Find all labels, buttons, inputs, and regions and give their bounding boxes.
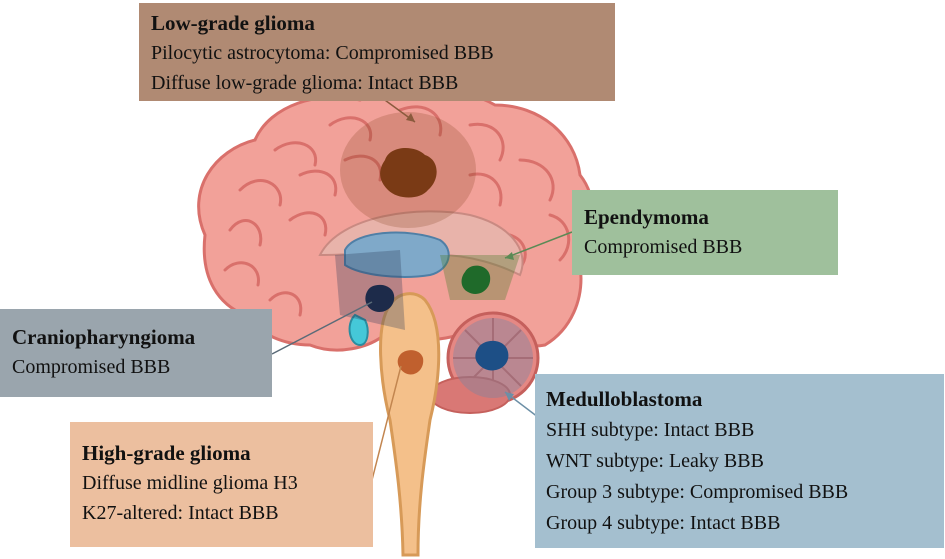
medulloblastoma-line-1: SHH subtype: Intact BBB	[546, 419, 755, 441]
high-grade-tumor	[397, 350, 424, 375]
leader-high-grade	[371, 365, 402, 481]
craniopharyngioma-tumor	[365, 284, 395, 313]
lateral-ventricle	[344, 231, 450, 278]
low-grade-glioma-box: Low-grade glioma Pilocytic astrocytoma: …	[139, 3, 615, 101]
craniopharyngioma-line-1: Compromised BBB	[12, 356, 171, 378]
high-grade-glioma-box: High-grade glioma Diffuse midline glioma…	[70, 422, 373, 547]
high-grade-glioma-line-1: Diffuse midline glioma H3	[82, 472, 298, 494]
ependymoma-line-1: Compromised BBB	[584, 236, 743, 258]
low-grade-glioma-line-1: Pilocytic astrocytoma: Compromised BBB	[151, 42, 494, 64]
medulloblastoma-line-3: Group 3 subtype: Compromised BBB	[546, 481, 849, 503]
ependymoma-title: Ependymoma	[584, 205, 709, 229]
arrow-low-grade	[406, 113, 415, 122]
craniopharyngioma-title: Craniopharyngioma	[12, 325, 196, 349]
low-grade-tumor	[380, 148, 437, 198]
medulloblastoma-line-4: Group 4 subtype: Intact BBB	[546, 512, 781, 534]
medulloblastoma-title: Medulloblastoma	[546, 387, 703, 411]
low-grade-glioma-line-2: Diffuse low-grade glioma: Intact BBB	[151, 72, 459, 94]
brainstem	[379, 292, 441, 557]
low-grade-glioma-title: Low-grade glioma	[151, 11, 315, 35]
medulloblastoma-line-2: WNT subtype: Leaky BBB	[546, 450, 764, 472]
pituitary	[348, 313, 369, 347]
arrow-medulloblastoma	[505, 392, 514, 401]
arrow-ependymoma	[505, 252, 514, 260]
ependymoma-box: Ependymoma Compromised BBB	[572, 190, 838, 275]
leader-craniopharyngioma	[271, 301, 373, 355]
craniopharyngioma-box: Craniopharyngioma Compromised BBB	[0, 309, 272, 397]
medulloblastoma-tumor	[475, 340, 509, 371]
ependymoma-tumor	[461, 265, 491, 295]
leader-ependymoma	[504, 231, 573, 259]
medulloblastoma-box: Medulloblastoma SHH subtype: Intact BBB …	[535, 374, 944, 548]
high-grade-glioma-line-2: K27-altered: Intact BBB	[82, 502, 279, 524]
high-grade-glioma-title: High-grade glioma	[82, 441, 251, 465]
